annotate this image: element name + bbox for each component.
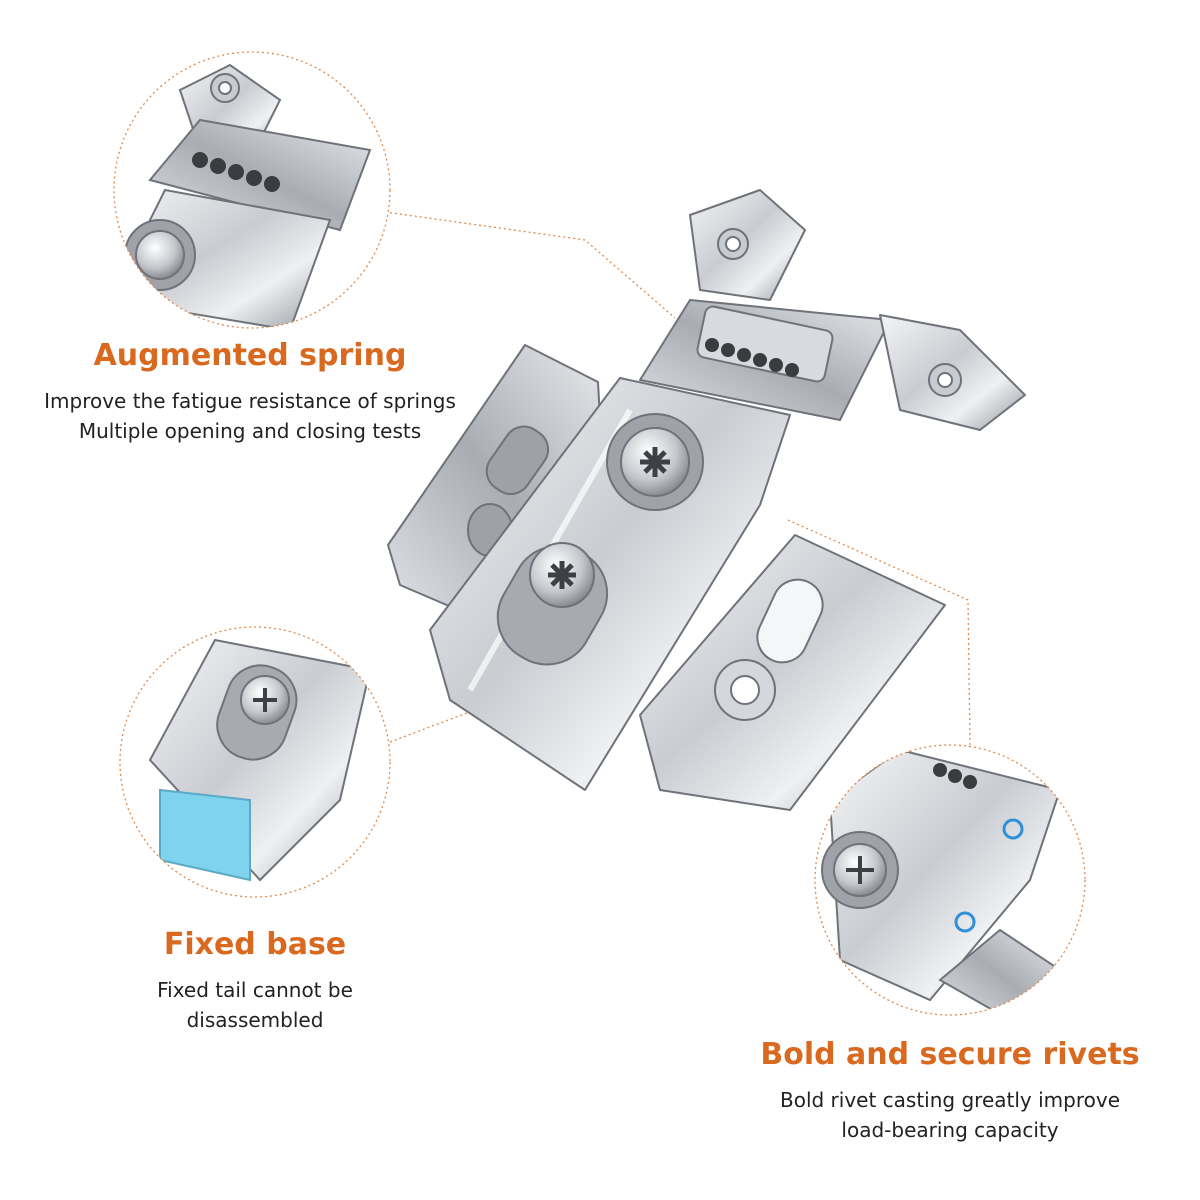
feature-title: Augmented spring bbox=[93, 338, 407, 373]
feature-title: Fixed base bbox=[163, 927, 347, 962]
feature-description: Improve the fatigue resistance of spring… bbox=[0, 386, 500, 446]
feature-line: Bold rivet casting greatly improve bbox=[779, 1088, 1120, 1112]
feature-line: Improve the fatigue resistance of spring… bbox=[44, 389, 456, 413]
feature-line: Fixed tail cannot be bbox=[157, 978, 353, 1002]
feature-fixed-base: Fixed base Fixed tail cannot be disassem… bbox=[100, 925, 410, 1035]
feature-line: disassembled bbox=[186, 1008, 324, 1032]
spring-coils bbox=[705, 338, 799, 377]
rivet-ring-lower bbox=[954, 911, 976, 933]
rivet-ring-upper bbox=[1002, 818, 1024, 840]
feature-line: Multiple opening and closing tests bbox=[78, 419, 422, 443]
arm-screw-upper bbox=[606, 413, 704, 511]
feature-description: Fixed tail cannot be disassembled bbox=[100, 975, 410, 1035]
feature-line: load-bearing capacity bbox=[841, 1118, 1059, 1142]
main-hinge bbox=[387, 189, 1026, 811]
damper-cap bbox=[159, 788, 251, 882]
spring-leader-line bbox=[384, 211, 676, 319]
mounting-plate bbox=[639, 534, 946, 811]
feature-description: Bold rivet casting greatly improve load-… bbox=[720, 1085, 1180, 1145]
feature-augmented-spring: Augmented spring Improve the fatigue res… bbox=[0, 336, 500, 446]
feature-title: Bold and secure rivets bbox=[760, 1037, 1140, 1072]
detail-circle-base bbox=[119, 626, 391, 898]
rivet-leader-line bbox=[787, 519, 971, 746]
arm-screw-lower bbox=[529, 542, 595, 608]
detail-circle-rivets bbox=[814, 744, 1086, 1016]
callout-lines bbox=[384, 211, 971, 746]
detail-circle-spring bbox=[113, 51, 391, 329]
feature-secure-rivets: Bold and secure rivets Bold rivet castin… bbox=[720, 1035, 1180, 1145]
